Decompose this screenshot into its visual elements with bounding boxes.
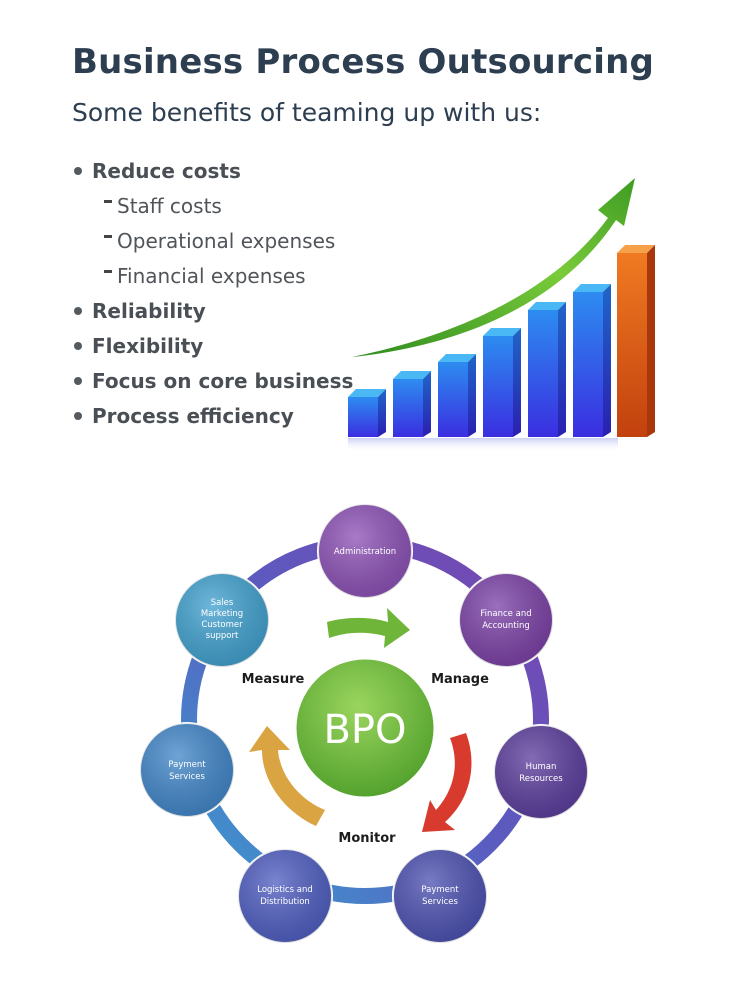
node-label: Services [422, 897, 458, 907]
benefit-label: Staff costs [117, 194, 222, 218]
benefit-label: Focus on core business [92, 369, 354, 393]
bullet-icon [74, 307, 82, 315]
benefit-item: Reliability [72, 296, 353, 331]
bpo-center [293, 656, 437, 800]
bar [438, 354, 476, 437]
bar [348, 389, 386, 437]
benefit-label: Reliability [92, 299, 206, 323]
bar-reflection [348, 438, 618, 452]
node-payment-services-left: Payment Services [139, 722, 235, 818]
node-label: Accounting [482, 621, 529, 631]
benefit-item: Process efficiency [72, 401, 353, 436]
dash-icon [104, 270, 112, 273]
node-label: Human [526, 762, 557, 772]
benefit-item: Flexibility [72, 331, 353, 366]
benefit-subitem: Financial expenses [72, 261, 353, 296]
benefit-label: Process efficiency [92, 404, 294, 428]
benefit-subitem: Staff costs [72, 191, 353, 226]
benefit-label: Operational expenses [117, 229, 336, 253]
bullet-icon [74, 412, 82, 420]
node-human-resources: Human Resources [493, 724, 589, 820]
stage-manage-label: Manage [431, 672, 489, 687]
bar [573, 284, 611, 437]
node-label: Administration [334, 547, 396, 557]
node-label: Payment [421, 885, 459, 895]
benefit-item: Focus on core business [72, 366, 353, 401]
node-label: Services [169, 772, 205, 782]
stage-monitor-label: Monitor [338, 831, 396, 846]
node-label: Distribution [260, 897, 310, 907]
dash-icon [104, 200, 112, 203]
benefit-item: Reduce costs [72, 156, 353, 191]
node-label: Marketing [201, 609, 243, 619]
benefit-label: Financial expenses [117, 264, 306, 288]
node-finance-accounting: Finance and Accounting [458, 572, 554, 668]
node-payment-services-right: Payment Services [392, 848, 488, 944]
node-logistics-distribution: Logistics and Distribution [237, 848, 333, 944]
node-label: support [206, 631, 239, 641]
bpo-cycle-diagram: BPO Measure Manage Monitor Administratio… [139, 503, 589, 944]
bullet-icon [74, 377, 82, 385]
gold-cycle-arrow-icon [249, 726, 325, 826]
node-label: Payment [168, 760, 206, 770]
dash-icon [104, 235, 112, 238]
node-label: Finance and [480, 609, 531, 619]
red-cycle-arrow-icon [422, 733, 472, 832]
node-sales-marketing-support: Sales Marketing Customer support [174, 572, 270, 668]
bullet-icon [74, 342, 82, 350]
bpo-center-label: BPO [323, 707, 406, 753]
node-administration: Administration [317, 503, 413, 599]
bar [393, 371, 431, 437]
benefit-label: Reduce costs [92, 159, 241, 183]
green-cycle-arrow-icon [327, 608, 410, 648]
bar [528, 302, 566, 437]
node-label: Resources [519, 774, 563, 784]
benefits-list: Reduce costs Staff costs Operational exp… [72, 156, 353, 436]
bar [483, 328, 521, 437]
growth-chart-icon [348, 178, 655, 452]
node-label: Logistics and [257, 885, 312, 895]
page-subtitle: Some benefits of teaming up with us: [72, 98, 542, 127]
benefit-label: Flexibility [92, 334, 204, 358]
bar-highlight [617, 245, 655, 437]
bullet-icon [74, 167, 82, 175]
node-label: Customer [201, 620, 243, 630]
benefit-subitem: Operational expenses [72, 226, 353, 261]
page-title: Business Process Outsourcing [72, 42, 655, 82]
stage-measure-label: Measure [242, 672, 305, 687]
node-label: Sales [211, 598, 234, 608]
